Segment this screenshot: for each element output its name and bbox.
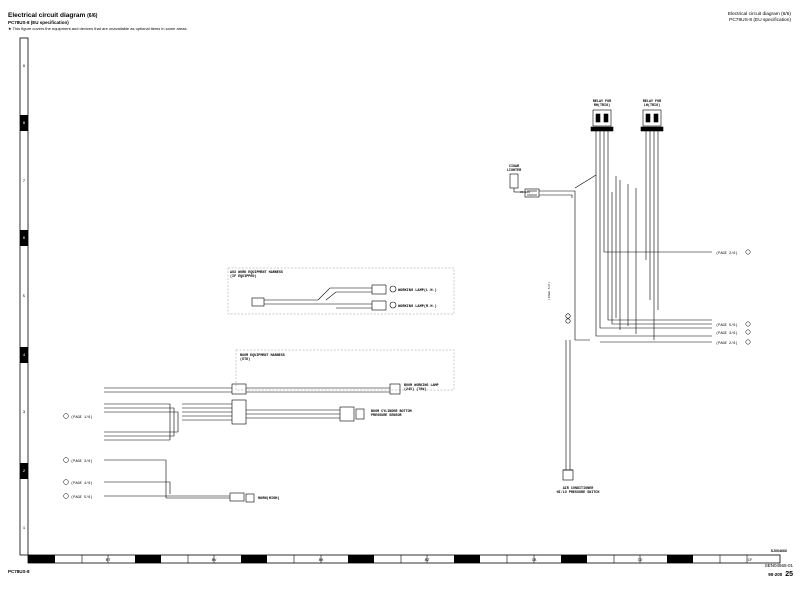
row-label-3: 3 (23, 411, 26, 415)
row-label-5: 5 (23, 295, 26, 299)
col-label-bx: BX (319, 559, 324, 563)
ref-page-3-r: (PAGE 3/6) (716, 331, 738, 336)
ref-page-2-a: (PAGE 2/6) (716, 251, 738, 256)
boom-cyl-sensor: BOOM CYLINDER BOTTOM (371, 410, 412, 414)
row-label-2: 2 (23, 470, 26, 474)
relay-for-rh: RELAY FOR RH(TRIG) (590, 100, 614, 132)
horn-label: HORN(HIGH) (258, 496, 280, 501)
ref-page-2-b: (PAGE 2/6) (716, 341, 738, 346)
working-lamp-r: WORKING LAMP(R.H.) (398, 304, 437, 309)
cigar-lighter-label: CIGAR (509, 165, 520, 169)
relay-rh-label: RELAY FOR (593, 100, 612, 104)
aux-harness: AUX WORK EQUIPMENT HARNESS (IF EQUIPPED)… (227, 267, 455, 315)
ac-switch-label: AIR CONDITIONER (563, 487, 594, 491)
aux-harness-title: AUX WORK EQUIPMENT HARNESS (230, 271, 283, 275)
col-label-bv: BV (212, 559, 217, 563)
footer-doc-code: SEN04565-01 (764, 563, 793, 568)
column-ruler: BT BV BX BZ CB CD CF (27, 554, 781, 564)
boom-harness-title-2: (STD) (240, 357, 250, 362)
row-label-6: 6 (23, 237, 26, 241)
relay-lh-label: RELAY FOR (643, 100, 662, 104)
working-lamp-l: WORKING LAMP(L.H.) (398, 288, 437, 293)
footer-model: PC78US-8 (8, 569, 30, 574)
aux-harness-title-2: (IF EQUIPPED) (230, 274, 256, 279)
col-label-cb: CB (532, 559, 537, 563)
left-page-refs: (PAGE 1/6) (PAGE 3/6) (PAGE 4/6) (PAGE 5… (63, 413, 93, 500)
ref-page-5: (PAGE 5/6) (71, 495, 93, 500)
col-label-bt: BT (106, 559, 111, 563)
model-spec: PC78US-8 (EU specification) (8, 20, 69, 25)
cigar-conn-label: CN-B04 (520, 191, 530, 194)
ac-switch: (PAGE 5/6) AIR CONDITIONER HI/LO PRESSUR… (547, 282, 599, 495)
coverage-note-text: This figure covers the equipment and dev… (12, 26, 188, 31)
ref-page-4: (PAGE 4/6) (71, 481, 93, 486)
ac-side-ref: (PAGE 5/6) (547, 282, 551, 300)
ref-page-1: (PAGE 1/6) (71, 415, 93, 420)
ref-page-5-a: (PAGE 5/6) (716, 323, 738, 328)
row-label-7: 7 (23, 180, 26, 184)
col-label-cd: CD (638, 559, 643, 563)
horn-circuit: HORN(HIGH) (104, 459, 280, 503)
row-label-9: 9 (23, 65, 26, 69)
boom-harness: BOOM EQUIPMENT HARNESS (STD) BOOM WORKIN… (104, 349, 455, 441)
cigar-lighter: CIGAR LIGHTER (507, 165, 597, 341)
diagram-title-sub: (6/6) (87, 13, 98, 19)
row-ruler: 1 2 3 4 5 6 7 8 9 (19, 37, 29, 556)
col-label-bz: BZ (425, 559, 430, 563)
boom-harness-title: BOOM EQUIPMENT HARNESS (240, 354, 285, 358)
header-right-title: Electrical circuit diagram (6/6) (727, 12, 791, 17)
right-page-refs: (PAGE 2/6) (PAGE 5/6) (PAGE 3/6) (PAGE 2… (716, 249, 751, 346)
relay-rh-label-2: RH(TRIG) (594, 103, 610, 108)
ref-page-3: (PAGE 3/6) (71, 459, 93, 464)
diagram-title: Electrical circuit diagram (6/6) (8, 12, 97, 19)
boom-cyl-sensor-2: PRESSURE SENSOR (371, 414, 402, 418)
footer-page-number: 25 (785, 571, 793, 578)
col-label-cf: CF (748, 559, 753, 563)
relay-wires (595, 131, 712, 343)
relay-for-lh: RELAY FOR LH(TRIG) (640, 100, 664, 132)
boom-working-lamp-2: (24V) (70W) (404, 387, 426, 392)
reference-code: SJ004666 (770, 549, 787, 553)
row-label-8: 8 (23, 122, 26, 126)
header-right-model: PC78US-8 (EU specification) (729, 18, 791, 23)
ac-switch-label-2: HI/LO PRESSURE SWITCH (557, 490, 600, 495)
row-label-4: 4 (23, 354, 26, 358)
cigar-lighter-label-2: LIGHTER (507, 169, 522, 173)
boom-working-lamp: BOOM WORKING LAMP (404, 384, 439, 388)
diagram-title-text: Electrical circuit diagram (8, 12, 86, 19)
row-label-1: 1 (23, 527, 26, 531)
footer-section: 90-200 (768, 572, 783, 577)
coverage-note: ★ This figure covers the equipment and d… (8, 26, 188, 31)
relay-lh-label-2: LH(TRIG) (644, 103, 660, 108)
